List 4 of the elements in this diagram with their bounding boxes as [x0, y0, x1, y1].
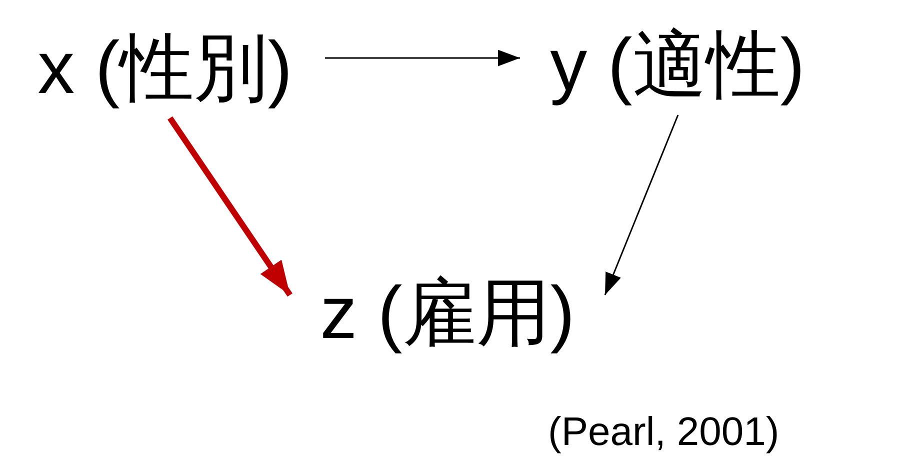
arrow [604, 114, 679, 296]
arrow [325, 50, 520, 66]
arrow [168, 116, 292, 297]
citation-text: (Pearl, 2001) [548, 412, 780, 452]
